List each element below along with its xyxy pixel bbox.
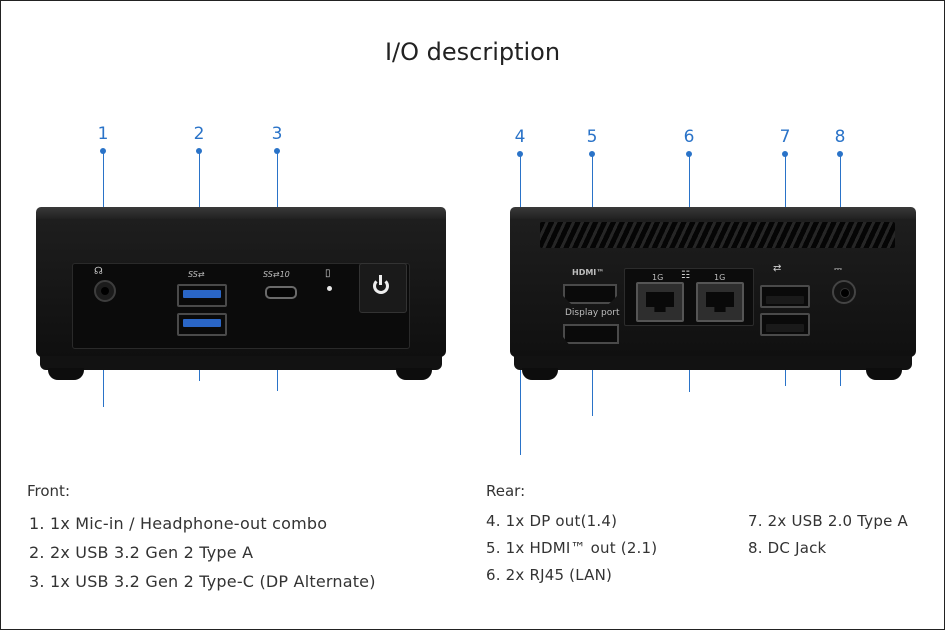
callout-number: 1 [97,124,109,144]
rj45-port-1 [636,282,684,322]
drive-activity-icon: ▯ [325,268,331,279]
rear-item-8: 8. DC Jack [748,539,827,557]
usb-superspeed-icon: SS⇄ [188,270,205,279]
hdmi-logo: HDMI™ [572,268,605,277]
callout-number: 2 [193,124,205,144]
device-base [40,356,442,370]
dc-jack [832,280,856,304]
rear-vent-grille [540,222,895,248]
front-io-panel [72,263,410,349]
usb-tongue [183,319,221,327]
front-usb-a-port-1 [177,284,227,307]
usb-superspeed-10-icon: SS⇄10 [263,270,290,279]
device-top-edge [36,207,446,221]
callout-number: 5 [586,127,598,147]
front-item-1: 1. 1x Mic-in / Headphone-out combo [29,514,328,533]
front-usb-a-port-2 [177,313,227,336]
front-item-3: 3. 1x USB 3.2 Gen 2 Type-C (DP Alternate… [29,572,376,591]
rj45-port-2 [696,282,744,322]
callout-number: 8 [834,127,846,147]
audio-combo-jack [94,280,116,302]
usb-tongue [183,290,221,298]
device-top-edge [510,207,916,221]
callout-number: 6 [683,127,695,147]
rear-item-5: 5. 1x HDMI™ out (2.1) [486,539,658,557]
device-foot [396,368,432,380]
network-icon: ☷ [681,270,690,281]
device-foot [866,368,902,380]
device-foot [522,368,558,380]
activity-led [327,286,332,291]
usb-ss10-text: SS [263,270,273,279]
front-item-2: 2. 2x USB 3.2 Gen 2 Type A [29,543,254,562]
rear-usb-a-port-2 [760,313,810,336]
callout-number: 4 [514,127,526,147]
device-foot [48,368,84,380]
lan-speed-label-2: 1G [714,273,726,282]
rear-item-4: 4. 1x DP out(1.4) [486,512,618,530]
usb-icon: ⇄ [773,263,782,274]
power-icon [373,275,389,294]
rear-usb-a-port-1 [760,285,810,308]
display-port-label: Display port [565,308,620,318]
hdmi-port [563,284,617,304]
lan-speed-label-1: 1G [652,273,664,282]
front-heading: Front: [27,482,70,500]
usb-tongue [766,296,804,304]
page-title: I/O description [384,38,561,66]
rear-heading: Rear: [486,482,526,500]
dc-power-icon: ⎓ [834,264,842,275]
device-base [514,356,912,370]
callout-number: 7 [779,127,791,147]
displayport-port [563,324,619,344]
usb-tongue [766,324,804,332]
rear-item-6: 6. 2x RJ45 (LAN) [486,566,613,584]
power-button [359,263,407,313]
usb-ss-text: SS [188,270,198,279]
usb-ss10-suffix: 10 [279,270,290,279]
front-usb-c-port [265,286,297,299]
headset-icon: ☊ [94,266,103,277]
rear-item-7: 7. 2x USB 2.0 Type A [748,512,908,530]
callout-number: 3 [271,124,283,144]
